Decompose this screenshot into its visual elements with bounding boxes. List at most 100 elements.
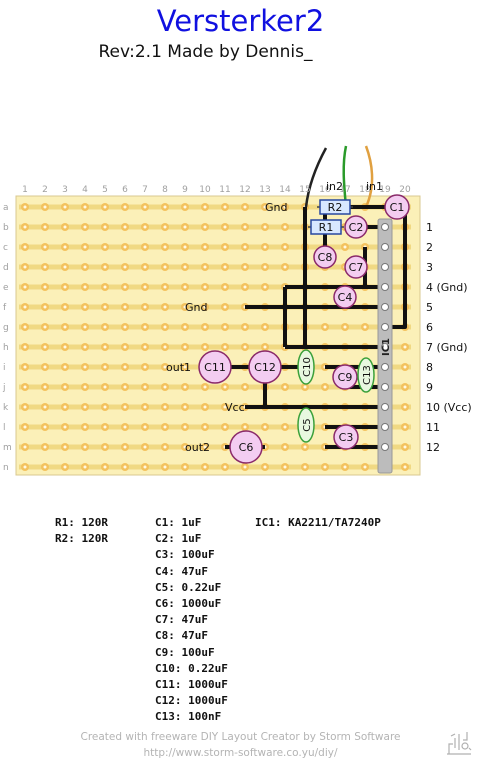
pad-hole xyxy=(123,245,127,249)
pad-hole xyxy=(103,225,107,229)
capacitor-label: C12 xyxy=(254,361,276,374)
capacitor-label: C2 xyxy=(349,221,364,234)
column-number: 4 xyxy=(82,185,88,195)
lead-green xyxy=(342,145,348,208)
pin-label: 7 (Gnd) xyxy=(426,341,468,354)
capacitor-label: C8 xyxy=(318,251,333,264)
pin-label: 2 xyxy=(426,241,433,254)
capacitor-list: C1: 1uF C2: 1uF C3: 100uF C4: 47uF C5: 0… xyxy=(155,515,228,726)
footer-url[interactable]: http://www.storm-software.co.yu/diy/ xyxy=(143,747,338,759)
pad-hole xyxy=(263,245,267,249)
pad-hole xyxy=(283,265,287,269)
pad-hole xyxy=(123,385,127,389)
part-entry: C8: 47uF xyxy=(155,629,208,643)
capacitor-label: C7 xyxy=(349,261,364,274)
capacitor-body xyxy=(384,194,410,220)
column-number: 19 xyxy=(379,185,391,195)
ic-pin xyxy=(381,323,389,331)
pad-hole xyxy=(143,305,147,309)
ic-pin xyxy=(381,243,389,251)
capacitor-body xyxy=(248,350,282,384)
pad-hole xyxy=(103,405,107,409)
capacitor-body xyxy=(229,430,263,464)
pad-hole xyxy=(123,285,127,289)
pad-hole xyxy=(143,265,147,269)
pad-hole xyxy=(183,425,187,429)
pad-hole xyxy=(163,205,167,209)
resistor-body xyxy=(319,199,351,215)
pad-hole xyxy=(263,345,267,349)
pad-hole xyxy=(123,305,127,309)
pad-hole xyxy=(243,345,247,349)
label-out2: out2 xyxy=(185,441,210,454)
part-entry: R1: 120R xyxy=(55,516,108,529)
pad-hole xyxy=(163,325,167,329)
pad-hole xyxy=(23,305,27,309)
pad-hole xyxy=(143,365,147,369)
pad-hole xyxy=(263,325,267,329)
pad-hole xyxy=(63,425,67,429)
pad-hole xyxy=(83,425,87,429)
pad-hole xyxy=(123,225,127,229)
pad-hole xyxy=(303,385,307,389)
pad-hole xyxy=(23,365,27,369)
label-vcc: Vcc xyxy=(225,401,245,414)
pad-hole xyxy=(43,205,47,209)
pad-hole xyxy=(83,245,87,249)
pad-hole xyxy=(23,445,27,449)
column-number: 6 xyxy=(122,185,128,195)
column-number: 12 xyxy=(239,185,250,195)
pad-hole xyxy=(63,205,67,209)
pad-hole xyxy=(283,225,287,229)
pad-hole xyxy=(163,245,167,249)
row-letter: n xyxy=(3,463,9,473)
pad-hole xyxy=(143,285,147,289)
pad-hole xyxy=(143,465,147,469)
label-in1: in1 xyxy=(366,180,383,193)
row-letter: h xyxy=(3,343,9,353)
ic-pin xyxy=(381,423,389,431)
pad-hole xyxy=(283,385,287,389)
pad-hole xyxy=(43,225,47,229)
capacitor-label: C1 xyxy=(390,201,405,214)
row-letter: l xyxy=(3,423,6,433)
resistor-label: R2 xyxy=(328,201,343,214)
pad-hole xyxy=(163,445,167,449)
pad-hole xyxy=(43,305,47,309)
pin-label: 6 xyxy=(426,321,433,334)
pad-hole xyxy=(103,465,107,469)
pad-hole xyxy=(403,385,407,389)
part-entry: C2: 1uF xyxy=(155,532,202,546)
capacitor-body xyxy=(297,407,315,443)
pad-hole xyxy=(243,225,247,229)
pad-hole xyxy=(403,425,407,429)
pad-hole xyxy=(43,265,47,269)
capacitor-body xyxy=(344,215,368,239)
pad-hole xyxy=(303,445,307,449)
pad-hole xyxy=(103,285,107,289)
diy-logo-icon xyxy=(447,732,472,755)
pad-hole xyxy=(203,225,207,229)
resistor-list: R1: 120R R2: 120R xyxy=(55,515,108,547)
ic-pin xyxy=(381,383,389,391)
pad-hole xyxy=(23,405,27,409)
pad-hole xyxy=(183,205,187,209)
row-letter: f xyxy=(3,303,7,313)
capacitor-label: C13 xyxy=(362,365,373,385)
label-out1: out1 xyxy=(166,361,191,374)
part-entry: C6: 1000uF xyxy=(155,597,222,611)
pin-label: 10 (Vcc) xyxy=(426,401,472,414)
ic-pin xyxy=(381,223,389,231)
pad-hole xyxy=(203,245,207,249)
pad-hole xyxy=(223,345,227,349)
pad-hole xyxy=(403,465,407,469)
pad-hole xyxy=(23,325,27,329)
ic-pin xyxy=(381,283,389,291)
pad-hole xyxy=(63,365,67,369)
pad-hole xyxy=(143,345,147,349)
pad-hole xyxy=(223,385,227,389)
pin-label: 12 xyxy=(426,441,440,454)
pad-hole xyxy=(283,205,287,209)
row-letter: g xyxy=(3,323,9,333)
row-letter: m xyxy=(3,443,12,453)
